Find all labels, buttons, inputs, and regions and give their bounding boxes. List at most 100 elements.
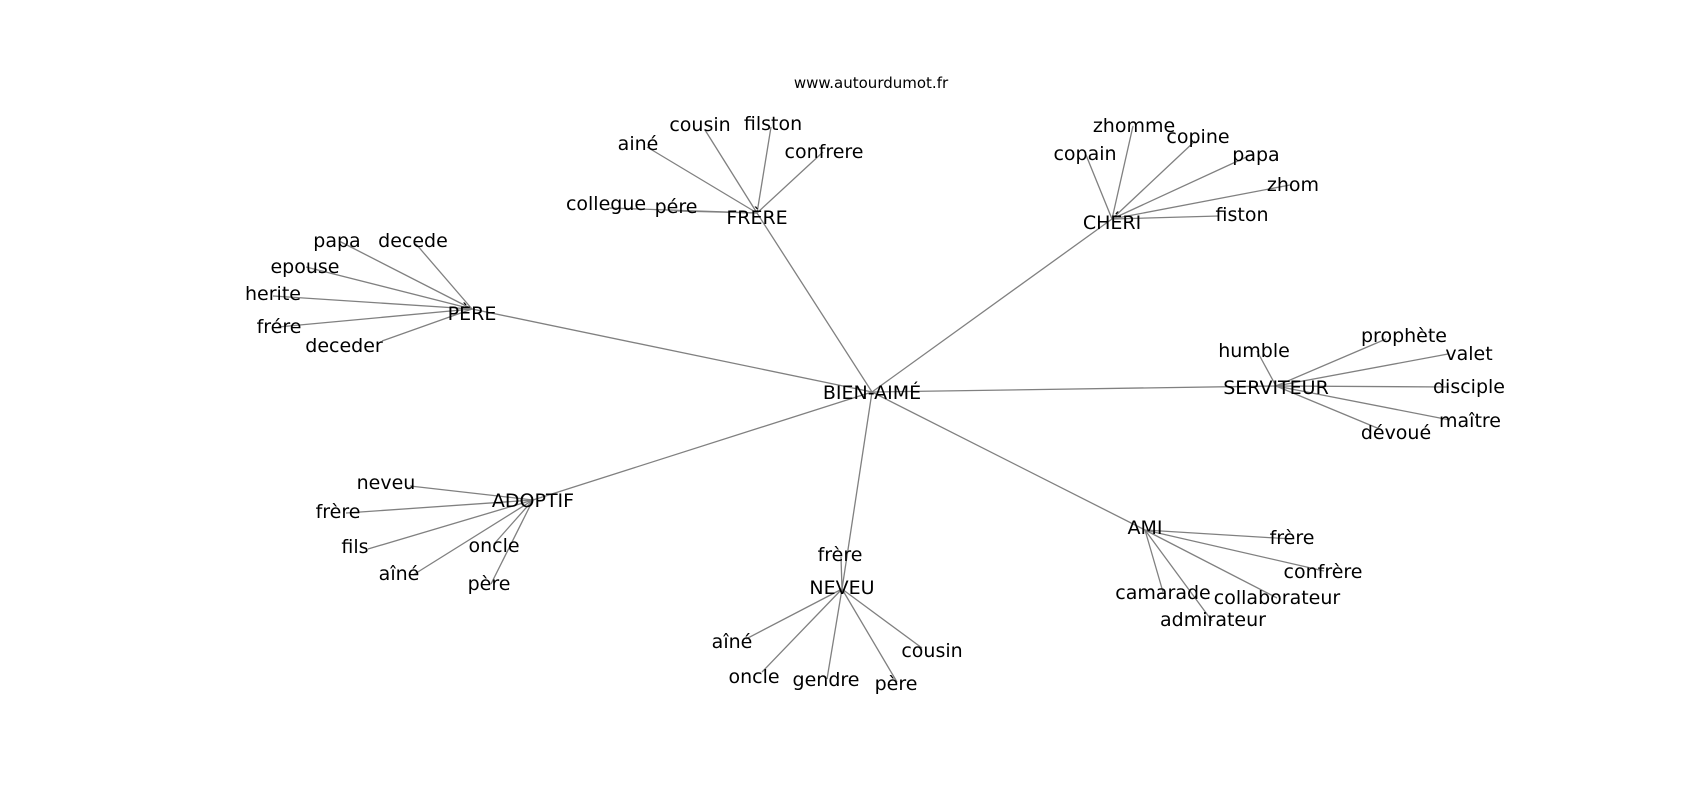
leaf-node-ami-frere: frère [1270,527,1315,549]
edge-neveu-gendre [826,588,843,680]
leaf-node-pere-deceder: deceder [305,335,383,357]
edge-ami-collaborateur [1144,529,1278,599]
leaf-node-serviteur-prophete: prophète [1361,325,1447,347]
edge-cheri-zhom [1111,184,1291,220]
edge-ami-frere [1144,529,1293,540]
leaf-node-frere-aine: ainé [618,133,659,155]
leaf-node-neveu-aine: aîné [712,631,753,653]
edge-pere-decede [415,243,473,310]
edge-ami-admirateur [1144,529,1213,622]
leaf-node-frere-cousin: cousin [669,114,730,136]
leaf-node-cheri-fiston: fiston [1216,204,1269,226]
edge-serviteur-disciple [1275,385,1450,388]
edge-frere-confrere [756,151,824,214]
edge-neveu-pere [841,588,898,683]
leaf-node-frere-confrere: confrere [785,141,864,163]
leaf-node-adoptif-pere: père [468,573,511,595]
edge-serviteur-humble [1256,350,1277,387]
leaf-node-cheri-zhomme: zhomme [1093,115,1175,137]
leaf-node-serviteur-devoue: dévoué [1361,422,1431,444]
leaf-node-neveu-pere: père [875,673,918,695]
leaf-node-pere-herite: herite [245,283,301,305]
hub-node-neveu: NEVEU [809,577,874,599]
edge-pere-epouse [305,266,473,310]
edge-ami-confrere [1144,529,1325,572]
edge-adoptif-pere [490,499,534,585]
leaf-node-adoptif-fils: fils [341,536,368,558]
edge-serviteur-devoue [1275,385,1383,431]
edge-adoptif-oncle [493,499,534,545]
edge-center-adoptif [532,391,873,501]
leaf-node-ami-collaborateur: collaborateur [1214,587,1341,609]
edge-pere-frere [277,308,473,328]
hub-node-frere: FRÈRE [726,206,787,229]
edge-pere-deceder [381,308,473,342]
edge-center-ami [871,391,1146,531]
watermark-text: www.autourdumot.fr [794,74,949,92]
edge-ami-camarade [1144,529,1164,593]
hub-node-ami: AMI [1128,517,1163,539]
graph-labels: ainé cousin filston confrere collegue pére FRÈ… [245,113,1505,695]
leaf-node-frere-filston: filston [744,113,802,135]
leaf-node-pere-frere: frére [257,316,302,338]
leaf-node-cheri-papa: papa [1232,144,1279,166]
leaf-node-ami-camarade: camarade [1115,582,1210,604]
edge-adoptif-frere [345,499,534,514]
edge-frere-filston [756,126,772,214]
leaf-node-cheri-copain: copain [1053,143,1116,165]
leaf-node-adoptif-neveu: neveu [357,472,416,494]
leaf-node-serviteur-humble: humble [1218,340,1290,362]
leaf-node-cheri-zhom: zhom [1267,174,1319,196]
hub-node-adoptif: ADOPTIF [492,490,574,512]
edge-neveu-frere [840,556,843,590]
leaf-node-neveu-oncle: oncle [728,666,779,688]
edge-center-pere [471,308,873,393]
edge-center-neveu [841,391,873,590]
edge-center-cheri [871,218,1113,393]
leaf-node-cheri-copine: copine [1166,126,1229,148]
leaf-node-pere-epouse: epouse [270,256,339,278]
edge-pere-papa [338,240,473,310]
graph-edges [272,125,1451,683]
leaf-node-serviteur-valet: valet [1445,343,1492,365]
edge-frere-cousin [704,129,758,214]
leaf-node-neveu-frere: frère [818,544,863,566]
hub-node-cheri: CHÉRI [1083,211,1141,234]
edge-serviteur-valet [1275,353,1449,387]
leaf-node-frere-pere: pére [655,196,698,218]
edge-neveu-cousin [841,588,923,649]
edge-cheri-copain [1085,154,1113,220]
edge-cheri-fiston [1111,215,1220,220]
edge-frere-aine [646,146,758,214]
edge-center-serviteur [871,385,1277,393]
edge-cheri-papa [1111,153,1254,220]
leaf-node-neveu-cousin: cousin [901,640,962,662]
edge-center-frere [756,212,873,393]
hub-node-pere: PÈRE [448,302,497,325]
edge-neveu-oncle [761,588,843,673]
leaf-node-pere-papa: papa [313,230,360,252]
leaf-node-frere-collegue: collegue [566,193,646,215]
edge-neveu-aine [745,588,843,640]
edge-adoptif-aine [412,499,534,576]
edge-cheri-copine [1111,140,1196,220]
leaf-node-ami-confrere: confrère [1284,561,1363,583]
edge-serviteur-prophete [1275,338,1387,387]
leaf-node-pere-decede: decede [378,230,448,252]
edge-pere-herite [272,295,473,310]
leaf-node-adoptif-oncle: oncle [468,535,519,557]
hub-node-serviteur: SERVITEUR [1223,377,1329,399]
leaf-node-neveu-gendre: gendre [793,669,860,691]
leaf-node-adoptif-aine: aîné [379,563,420,585]
leaf-node-adoptif-frere: frère [316,501,361,523]
leaf-node-serviteur-maitre: maître [1439,410,1501,432]
edge-adoptif-fils [367,499,534,550]
center-node: BIEN-AIMÉ [823,381,921,404]
edge-serviteur-maitre [1275,385,1451,421]
leaf-node-ami-admirateur: admirateur [1160,609,1266,631]
edge-frere-pere [676,210,758,214]
leaf-node-serviteur-disciple: disciple [1433,376,1505,398]
edge-adoptif-neveu [409,485,534,501]
edge-cheri-zhomme [1111,125,1134,220]
